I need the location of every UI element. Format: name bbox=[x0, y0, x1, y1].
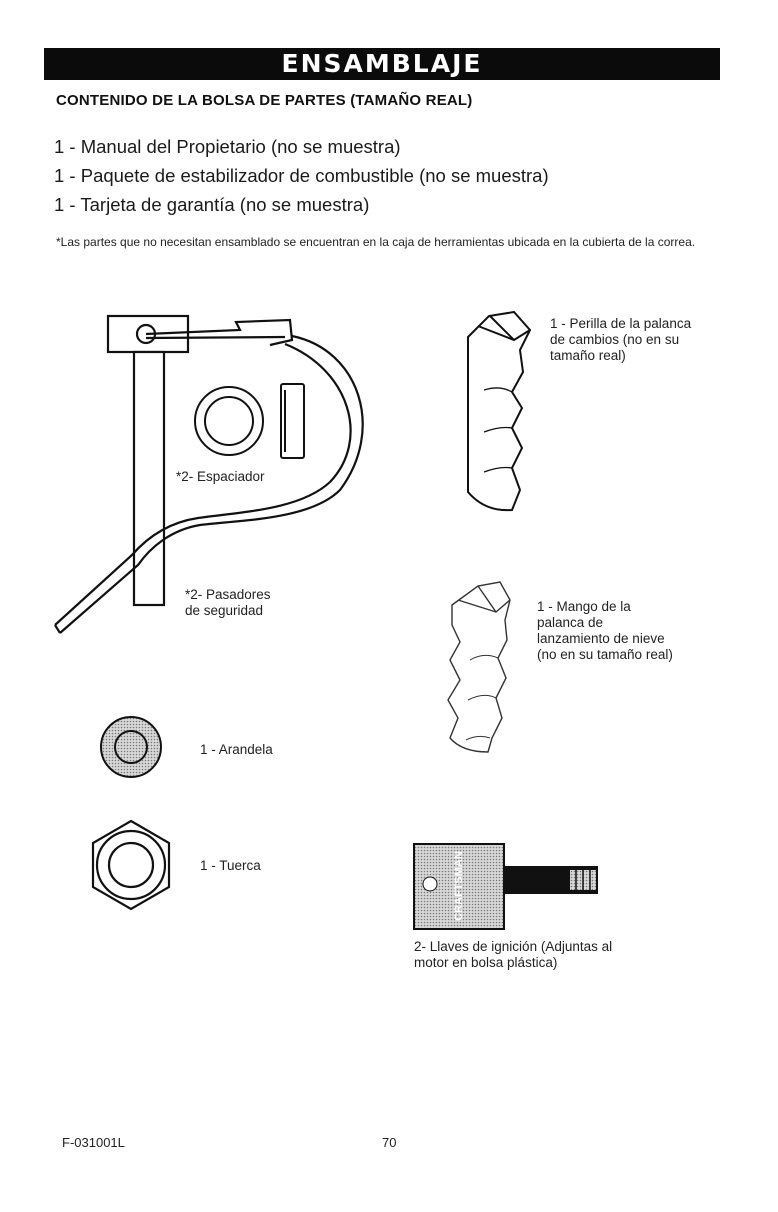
spacer-illustration bbox=[194, 383, 305, 459]
pins-label-line: de seguridad bbox=[185, 603, 264, 618]
chute-handle-label-line: (no en su tamaño real) bbox=[537, 647, 673, 662]
chute-handle-label-line: 1 - Mango de la bbox=[537, 599, 631, 614]
washer-illustration bbox=[100, 716, 162, 778]
section-subtitle: CONTENIDO DE LA BOLSA DE PARTES (TAMAÑO … bbox=[56, 92, 473, 109]
chute-handle-label-line: lanzamiento de nieve bbox=[537, 631, 665, 646]
chute-handle-illustration bbox=[447, 581, 511, 753]
shift-knob-illustration bbox=[467, 310, 532, 512]
contents-list: 1 - Manual del Propietario (no se muestr… bbox=[54, 132, 549, 219]
shift-knob-label-line: de cambios (no en su bbox=[550, 332, 680, 347]
ignition-key-illustration: CRAFTSMAN bbox=[413, 843, 598, 930]
document-code: F-031001L bbox=[62, 1135, 125, 1150]
safety-pin-illustration bbox=[54, 314, 364, 634]
spacer-label: *2- Espaciador bbox=[176, 469, 265, 484]
pins-label-line: *2- Pasadores bbox=[185, 587, 271, 602]
keys-label-line: motor en bolsa plástica) bbox=[414, 955, 558, 970]
nut-label: 1 - Tuerca bbox=[200, 858, 261, 873]
list-item: 1 - Manual del Propietario (no se muestr… bbox=[54, 136, 401, 157]
list-item: 1 - Paquete de estabilizador de combusti… bbox=[54, 165, 549, 186]
nut-illustration bbox=[91, 819, 171, 911]
washer-label: 1 - Arandela bbox=[200, 742, 273, 757]
shift-knob-label-line: 1 - Perilla de la palanca bbox=[550, 316, 692, 331]
footnote: *Las partes que no necesitan ensamblado … bbox=[56, 235, 696, 249]
chute-handle-label: 1 - Mango de la palanca de lanzamiento d… bbox=[537, 599, 673, 663]
shift-knob-label: 1 - Perilla de la palanca de cambios (no… bbox=[550, 316, 691, 364]
keys-label: 2- Llaves de ignición (Adjuntas al motor… bbox=[414, 939, 612, 971]
section-banner: ENSAMBLAJE bbox=[44, 48, 720, 80]
list-item: 1 - Tarjeta de garantía (no se muestra) bbox=[54, 194, 370, 215]
chute-handle-label-line: palanca de bbox=[537, 615, 604, 630]
shift-knob-label-line: tamaño real) bbox=[550, 348, 626, 363]
key-brand-text: CRAFTSMAN bbox=[453, 851, 465, 921]
pins-label: *2- Pasadores de seguridad bbox=[185, 587, 271, 619]
page-number: 70 bbox=[382, 1135, 397, 1150]
keys-label-line: 2- Llaves de ignición (Adjuntas al bbox=[414, 939, 613, 954]
